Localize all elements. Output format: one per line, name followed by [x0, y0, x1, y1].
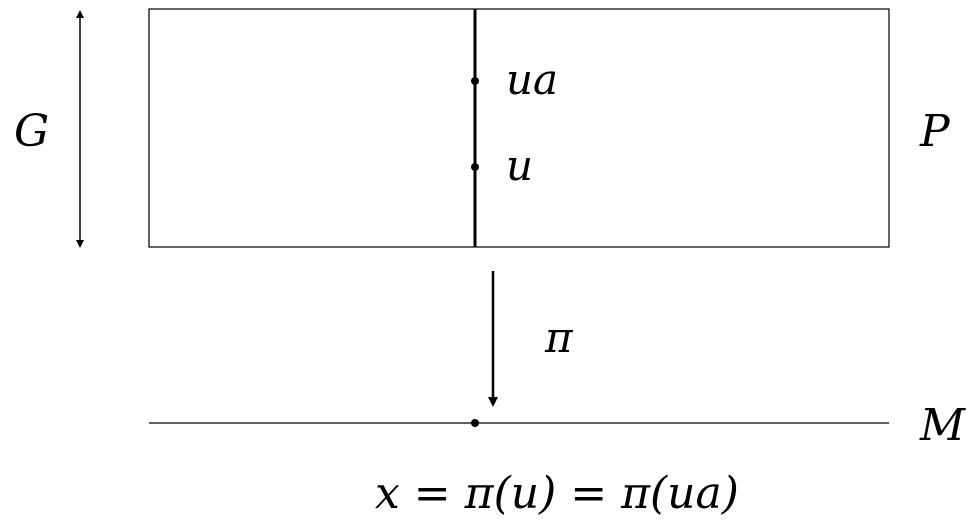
bundle-rectangle: [148, 8, 890, 248]
point-u-dot: [471, 163, 479, 171]
point-ua-dot: [471, 77, 479, 85]
base-label: M: [919, 400, 966, 451]
base-point-dot: [471, 419, 479, 427]
projection-equation: x = π(u) = π(ua): [375, 468, 739, 519]
group-label: G: [14, 106, 49, 157]
point-u-label: u: [506, 141, 533, 190]
point-ua-label: ua: [506, 55, 558, 104]
bundle-label: P: [919, 106, 951, 157]
projection-label: π: [544, 313, 574, 362]
